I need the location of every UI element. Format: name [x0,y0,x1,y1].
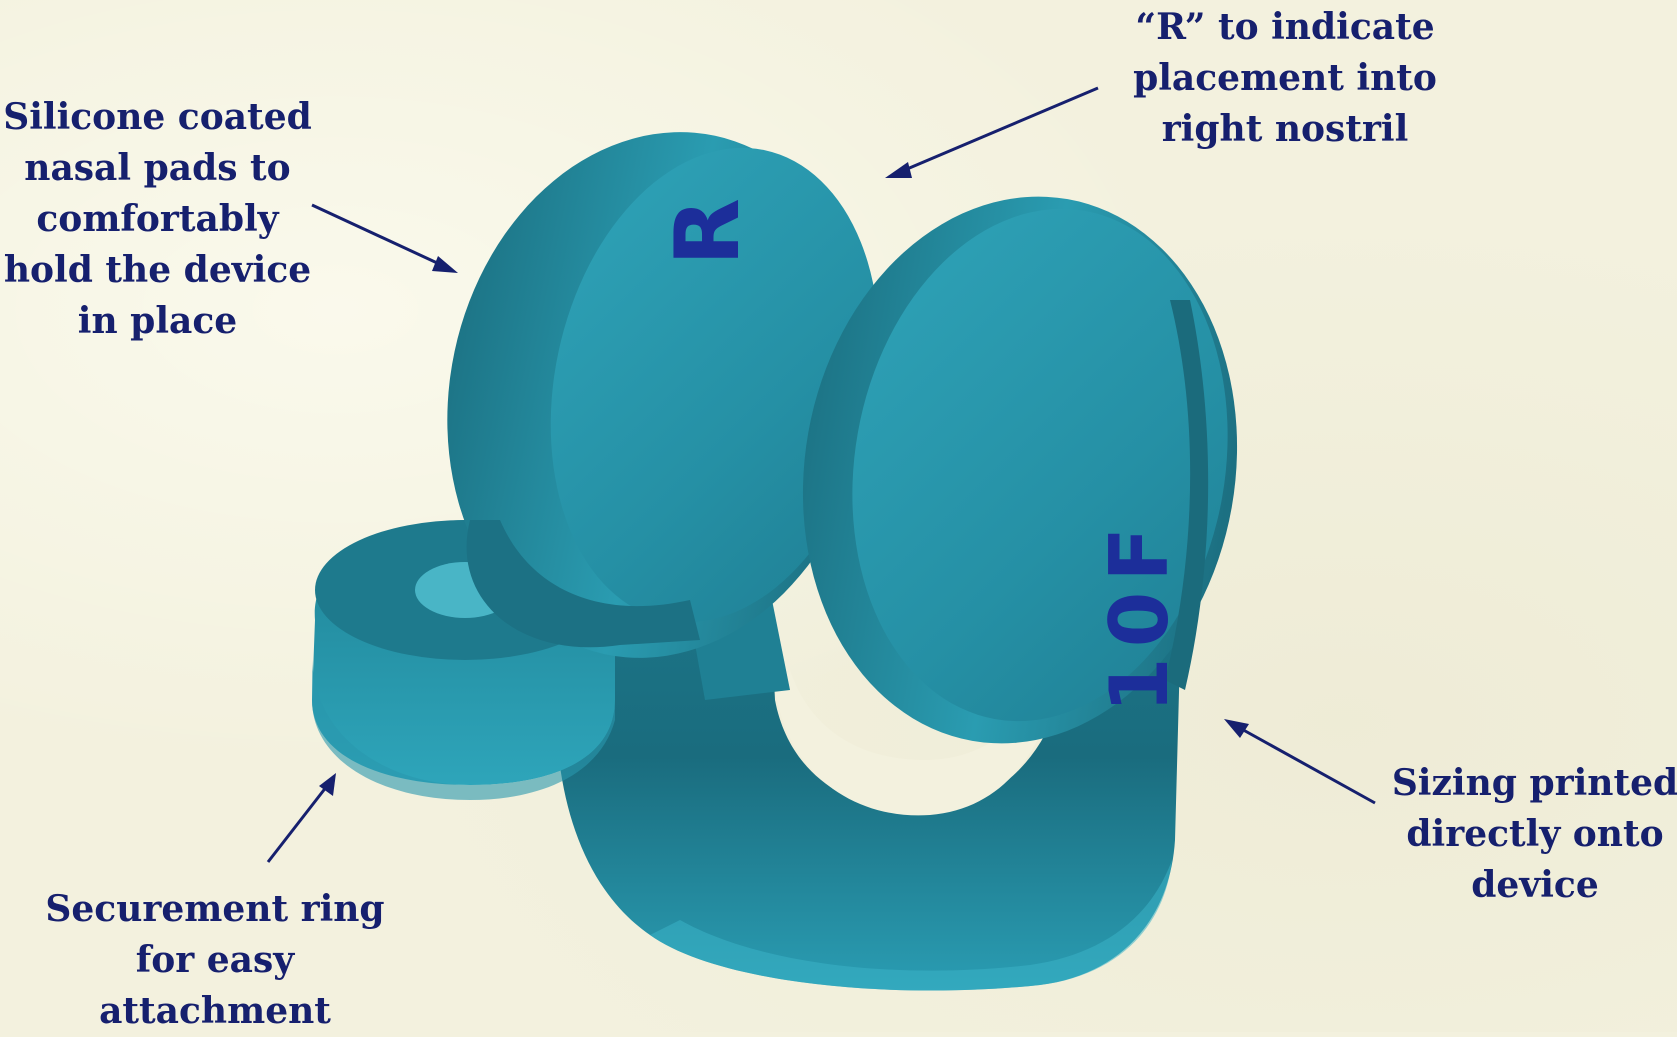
annotation-sizing: Sizing printed directly onto device [1391,762,1677,906]
annotation-securement-ring: Securement ring for easy attachment [45,888,385,1032]
pad-letter-r: R [656,198,759,266]
annotation-nasal-pads: Silicone coated nasal pads to comfortabl… [3,96,312,342]
arrow-sizing [1224,719,1376,805]
arrow-pads [311,203,458,273]
size-mark: 10F [1093,517,1186,713]
arrow-ring [266,773,336,863]
nasal-pad-left [802,196,1238,744]
nasal-pad-right [447,132,880,658]
annotation-r-marker: “R” to indicate placement into right nos… [1133,6,1437,150]
arrow-r-marker [885,86,1099,178]
